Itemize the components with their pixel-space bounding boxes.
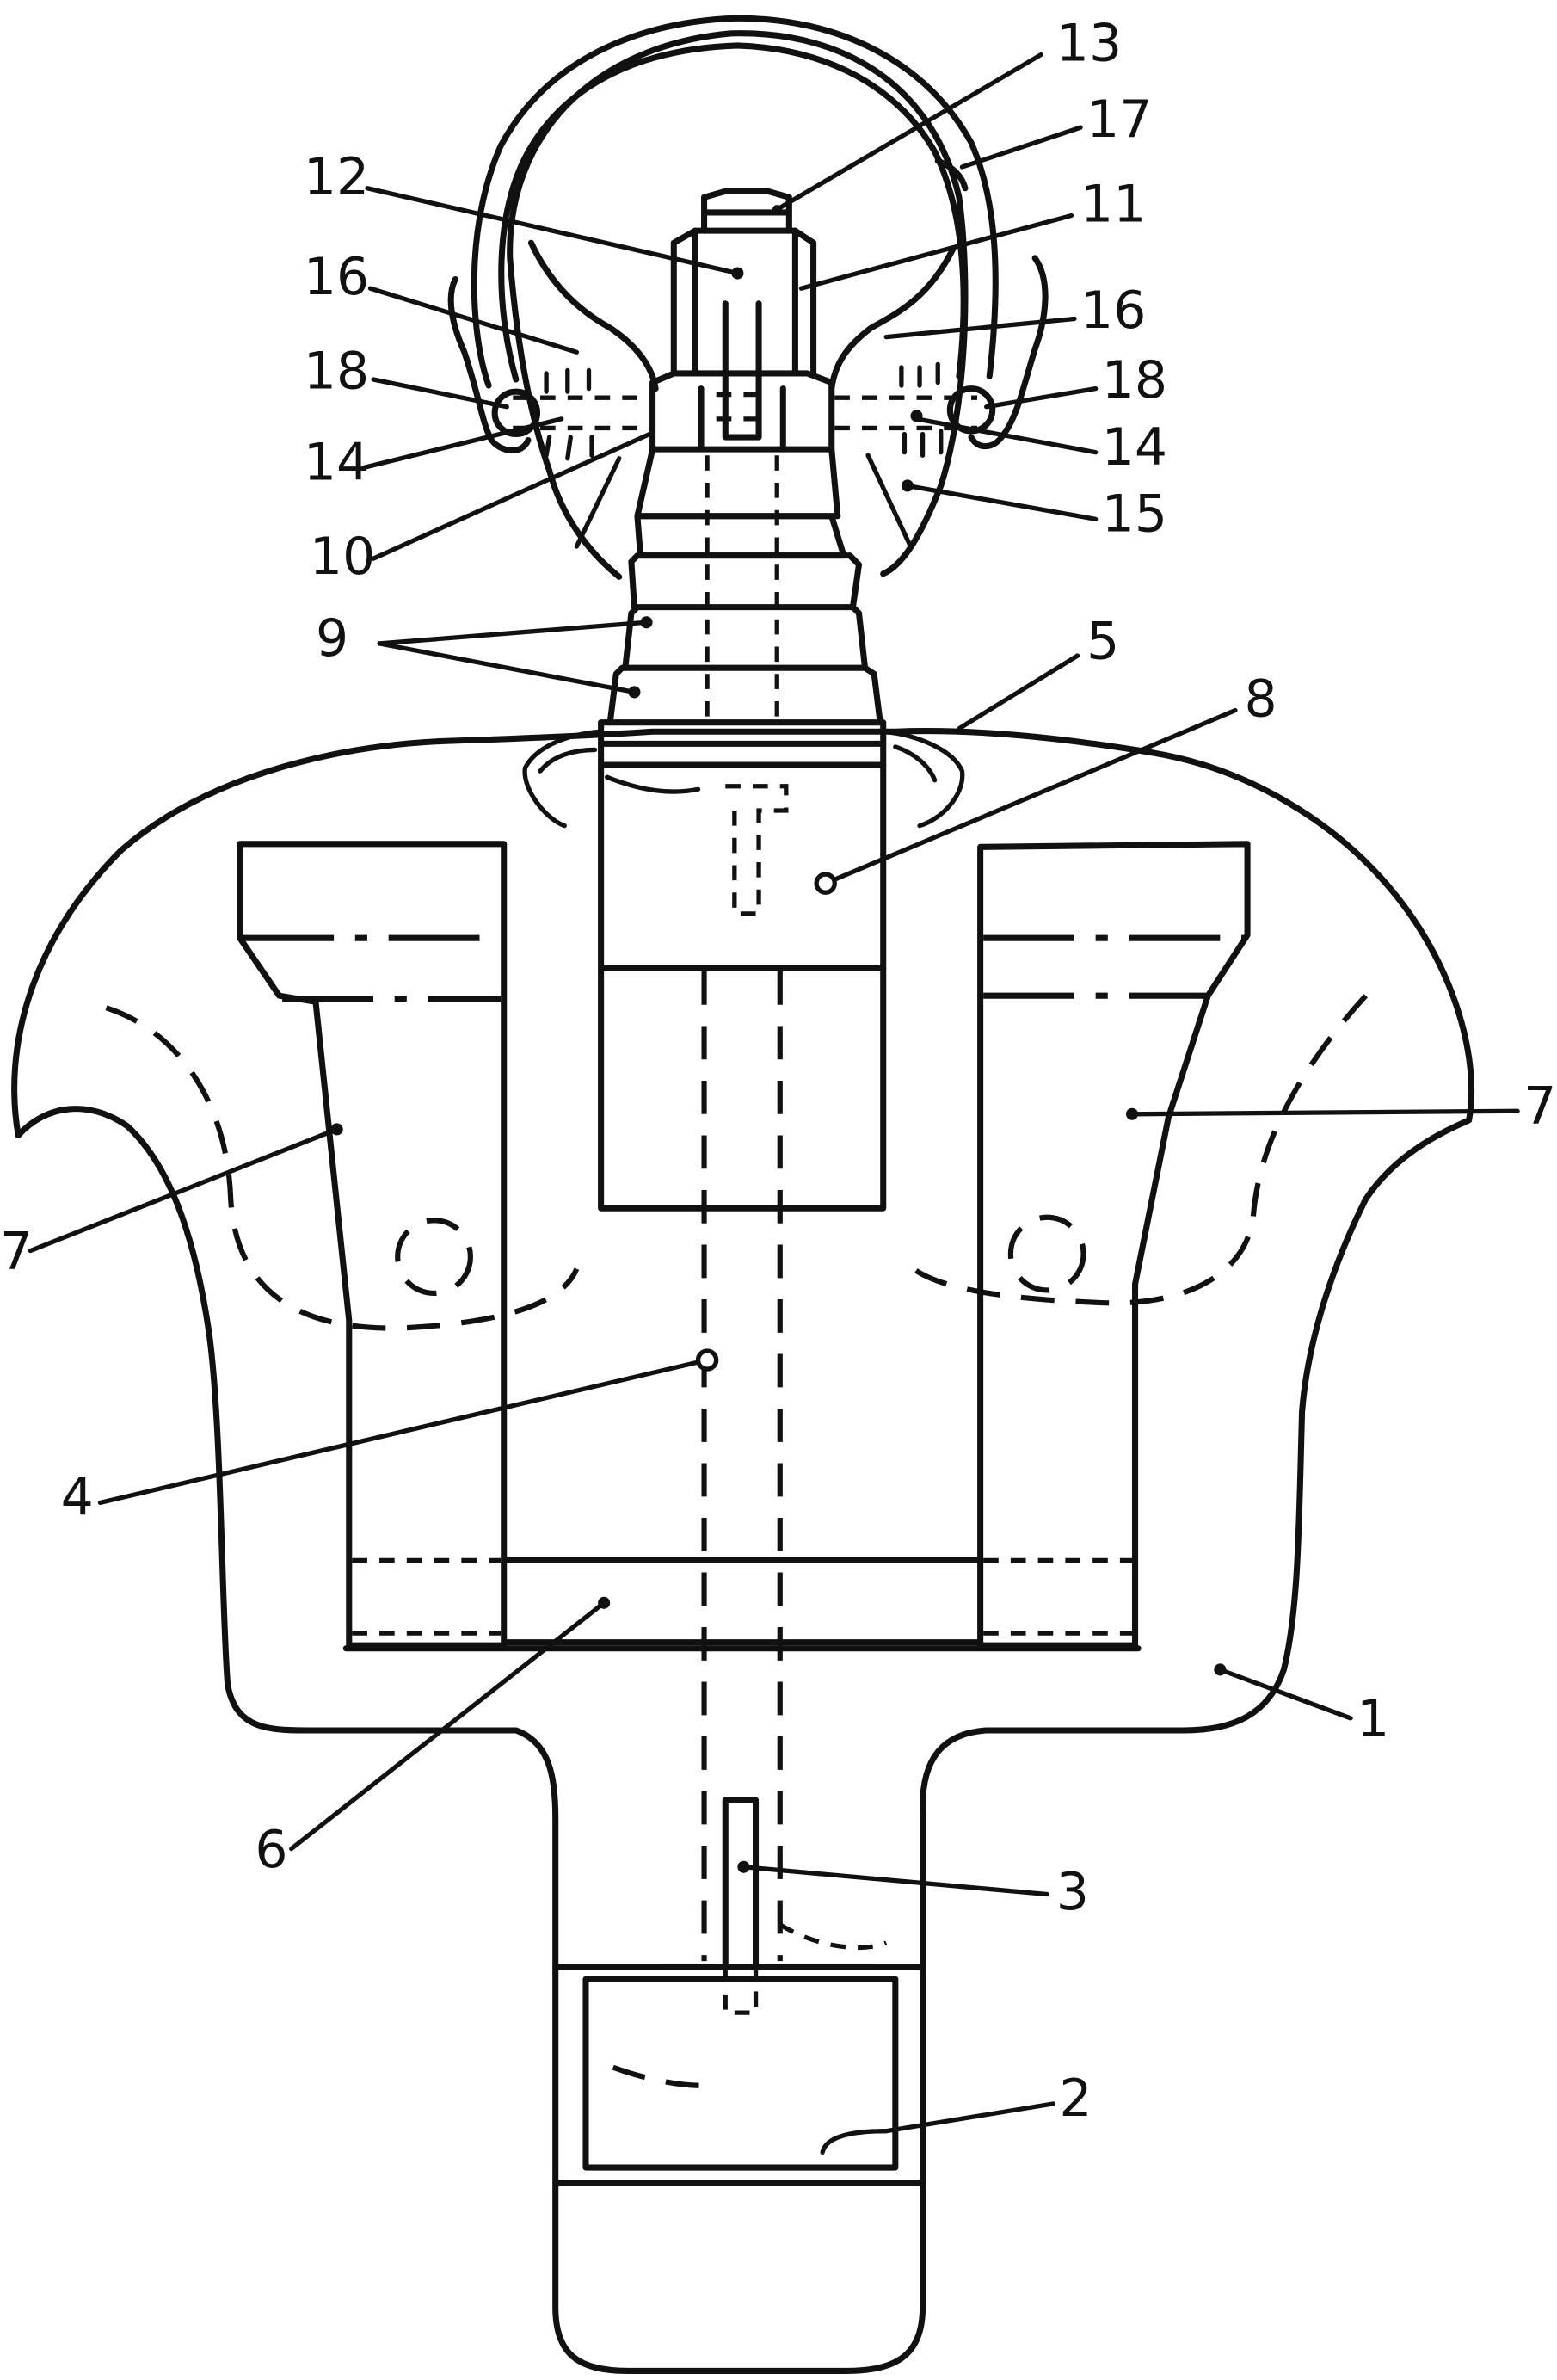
label-6: 6 <box>255 1820 287 1880</box>
label-14-right: 14 <box>1102 417 1167 478</box>
label-7-left: 7 <box>0 1222 33 1282</box>
label-13: 13 <box>1056 14 1122 74</box>
label-14-left: 14 <box>304 432 369 492</box>
support-rod <box>701 971 888 1962</box>
label-18-right: 18 <box>1102 350 1167 410</box>
label-12: 12 <box>304 147 369 207</box>
label-15: 15 <box>1102 484 1167 544</box>
label-8: 8 <box>1245 669 1277 730</box>
reference-numerals: 13 17 12 11 16 16 18 18 14 14 15 10 9 5 … <box>0 14 1556 2129</box>
label-5: 5 <box>1086 612 1119 672</box>
neck-joint <box>606 455 883 726</box>
label-10: 10 <box>310 527 375 587</box>
label-18-left: 18 <box>304 342 369 402</box>
head <box>507 30 969 580</box>
bottom-connector <box>722 1797 760 2015</box>
label-4: 4 <box>61 1468 94 1528</box>
leader-lines <box>28 52 1520 2134</box>
ear-cup-right <box>828 245 1049 458</box>
label-1: 1 <box>1357 1689 1389 1749</box>
label-3: 3 <box>1056 1862 1089 1922</box>
collar <box>522 729 965 829</box>
label-11: 11 <box>1080 175 1146 235</box>
label-17: 17 <box>1086 89 1152 150</box>
label-9: 9 <box>316 608 348 669</box>
label-2: 2 <box>1059 2069 1092 2129</box>
lower-base <box>552 1964 926 2374</box>
chest-plate-left <box>105 841 580 1649</box>
label-16-right: 16 <box>1080 281 1146 341</box>
label-16-left: 16 <box>304 247 369 307</box>
headband <box>471 15 999 389</box>
head-shaft <box>670 188 817 441</box>
head-mount <box>649 370 835 453</box>
label-7-right: 7 <box>1523 1076 1556 1136</box>
lower-crossbar <box>342 1557 1142 1652</box>
torso-body <box>11 728 1475 1976</box>
neck-block <box>598 719 887 1212</box>
